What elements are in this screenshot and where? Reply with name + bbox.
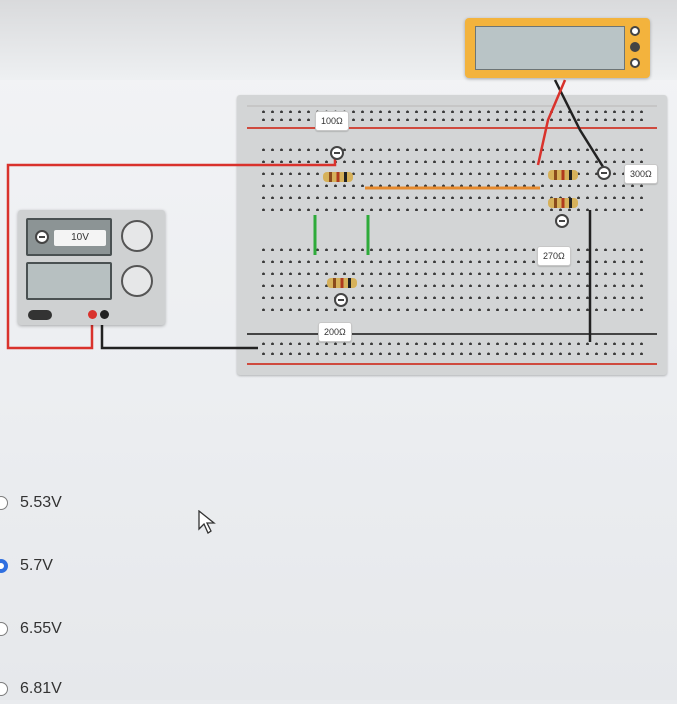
resistor-300[interactable] xyxy=(548,170,578,180)
resistor-label-100: 100Ω xyxy=(315,111,349,131)
multimeter-dial-icon[interactable] xyxy=(630,42,640,52)
minus-icon[interactable] xyxy=(330,146,344,160)
hole-row xyxy=(259,247,649,251)
multimeter-dial-icon[interactable] xyxy=(630,58,640,68)
answer-option[interactable]: 5.53V xyxy=(0,488,62,518)
hole-row xyxy=(259,259,649,263)
option-label: 6.55V xyxy=(20,620,62,637)
hole-row xyxy=(259,117,649,121)
resistor-270[interactable] xyxy=(548,198,578,208)
minus-icon[interactable] xyxy=(334,293,348,307)
voltage-knob-icon[interactable] xyxy=(121,220,153,252)
hole-row xyxy=(259,207,649,211)
resistor-label-270: 270Ω xyxy=(537,246,571,266)
hole-row xyxy=(259,351,649,355)
meter-black-lead[interactable] xyxy=(553,79,607,171)
answer-option[interactable]: 6.55V xyxy=(0,614,62,644)
bottom-positive-rail xyxy=(247,363,657,365)
multimeter-dial-icon[interactable] xyxy=(630,26,640,36)
negative-rail xyxy=(247,333,657,335)
red-wire[interactable] xyxy=(6,150,337,350)
power-switch[interactable] xyxy=(28,310,52,320)
hole-row xyxy=(259,183,649,187)
hole-row xyxy=(259,307,649,311)
answer-option[interactable]: 6.81V xyxy=(0,674,62,704)
positive-terminal[interactable] xyxy=(88,310,97,319)
resistor-label-300: 300Ω xyxy=(624,164,658,184)
hole-row xyxy=(259,147,649,151)
resistor-100[interactable] xyxy=(323,172,353,182)
minus-icon[interactable] xyxy=(35,230,49,244)
hole-row xyxy=(259,171,649,175)
multimeter[interactable] xyxy=(465,18,650,78)
current-display xyxy=(26,262,112,300)
hole-row xyxy=(259,109,649,113)
top-rail xyxy=(247,105,657,107)
breadboard[interactable] xyxy=(237,95,667,375)
option-label: 6.81V xyxy=(20,680,62,697)
multimeter-display xyxy=(475,26,625,70)
mouse-pointer-icon xyxy=(198,510,216,534)
option-label: 5.7V xyxy=(20,557,53,574)
radio-button[interactable] xyxy=(0,682,8,696)
hole-row xyxy=(259,159,649,163)
minus-icon[interactable] xyxy=(555,214,569,228)
radio-button[interactable] xyxy=(0,622,8,636)
current-knob-icon[interactable] xyxy=(121,265,153,297)
minus-icon[interactable] xyxy=(597,166,611,180)
resistor-label-200: 200Ω xyxy=(318,322,352,342)
hole-row xyxy=(259,195,649,199)
hole-row xyxy=(259,295,649,299)
answer-option[interactable]: 5.7V xyxy=(0,551,53,581)
hole-row xyxy=(259,283,649,287)
wires-layer xyxy=(6,79,607,350)
negative-terminal[interactable] xyxy=(100,310,109,319)
radio-button-selected[interactable] xyxy=(0,559,8,573)
black-wire[interactable] xyxy=(100,318,258,350)
hole-row xyxy=(259,341,649,345)
positive-rail xyxy=(247,127,657,129)
radio-button[interactable] xyxy=(0,496,8,510)
voltage-readout: 10V xyxy=(54,230,106,246)
power-supply[interactable]: 10V xyxy=(18,210,165,325)
resistor-200[interactable] xyxy=(327,278,357,288)
hole-row xyxy=(259,271,649,275)
option-label: 5.53V xyxy=(20,494,62,511)
voltage-display: 10V xyxy=(26,218,112,256)
meter-red-lead[interactable] xyxy=(536,79,567,166)
